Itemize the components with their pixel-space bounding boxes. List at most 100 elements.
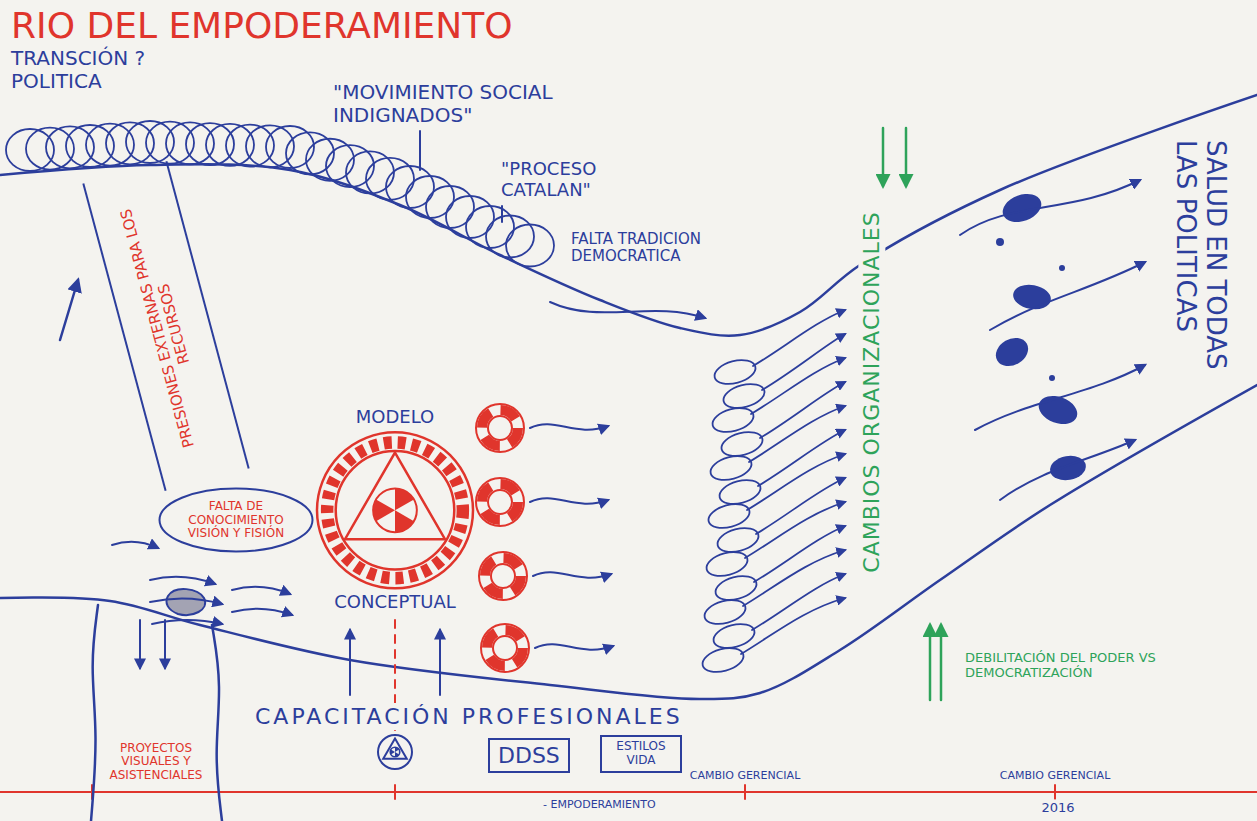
lifebuoy-inner [488, 416, 512, 440]
wheel-triangle [383, 738, 407, 758]
flow-arrow [533, 572, 611, 577]
wheel-wedge [395, 488, 414, 510]
timeline-box: DDSS [488, 738, 570, 773]
lifebuoy-band [482, 410, 518, 446]
lifebuoy-band [487, 630, 523, 666]
flow-arrow [349, 630, 351, 695]
node-text: PROYECTOS VISUALES Y ASISTENCIALES [102, 742, 210, 783]
flow-arrow [747, 454, 845, 510]
pressure-arrow [882, 128, 885, 186]
flow-arrow [152, 620, 222, 624]
lifebuoy-outer [479, 552, 527, 600]
coil-loop [506, 225, 554, 267]
wheel-wedge [390, 750, 395, 755]
flow-arrow [975, 365, 1145, 430]
bubble-shape [160, 489, 313, 552]
lifebuoy-inner [491, 564, 515, 588]
lifebuoy-outer [481, 624, 529, 672]
wheel-hub [373, 488, 417, 532]
flow-arrow [745, 502, 845, 558]
model-wheel: MODELOCONCEPTUAL [295, 407, 495, 612]
pressure-channel: PRESIONES EXTERNAS PARA LOS RECURSOS [82, 161, 249, 491]
leader-line [501, 206, 503, 222]
lifebuoy-outer [476, 404, 524, 452]
flow-arrow [758, 430, 845, 486]
lifebuoy-band [482, 484, 518, 520]
timeline-box: ESTILOS VIDA [600, 735, 682, 773]
pressure-arrow [929, 625, 932, 700]
river-label: DEBILITACIÓN DEL PODER VS DEMOCRATIZACIÓ… [962, 650, 1247, 682]
river-label: - EMPODERAMIENTO [540, 798, 659, 813]
wheel-rim [378, 735, 412, 769]
wheel-wedge [395, 510, 414, 532]
lifebuoy-outer [476, 478, 524, 526]
river-label: "MOVIMIENTO SOCIAL INDIGNADOS" [330, 80, 630, 128]
timeline-tick [744, 785, 746, 799]
timeline-tick [1054, 785, 1056, 799]
timeline-line [0, 791, 1257, 793]
wheel-hub [390, 747, 400, 757]
wheel-wedge [373, 499, 395, 521]
river-label: FALTA TRADICION DEMOCRATICA [568, 230, 708, 267]
branch-outline [86, 605, 226, 821]
leader-line [419, 131, 421, 170]
flow-arrow [232, 609, 292, 615]
rock [166, 589, 205, 615]
flow-arrow [535, 644, 613, 649]
node-text: MODELO [356, 407, 435, 428]
flow-arrow [753, 310, 845, 366]
ink-blob [1048, 453, 1088, 483]
flow-arrow [232, 587, 290, 594]
flow-arrow [112, 542, 158, 548]
lifebuoy-inner [488, 490, 512, 514]
gap-bubble: FALTA DE CONOCIMIENTO VISIÓN Y FISIÓN [158, 487, 315, 554]
flow-arrow [530, 424, 608, 429]
change-loop [721, 380, 767, 412]
branch-stream: PROYECTOS VISUALES Y ASISTENCIALES [86, 605, 226, 821]
wheel-symbol [378, 735, 412, 769]
node-text: ESTILOS VIDA [610, 740, 672, 768]
ink-blob [991, 332, 1033, 372]
timeline-tick [394, 785, 396, 799]
flow-arrow [762, 334, 845, 390]
lifebuoy [476, 478, 524, 526]
node-text: DDSS [498, 743, 560, 768]
coil-loop [486, 216, 534, 258]
flow-arrow [751, 358, 845, 414]
wheel-wall [327, 442, 463, 578]
flow-arrow [150, 598, 222, 604]
change-loop [717, 476, 763, 508]
title-text: RIO DEL EMPODERAMIENTO [8, 4, 516, 47]
change-loop [715, 524, 761, 556]
river-label: CAMBIO GERENCIAL [997, 769, 1114, 784]
branch-bank [212, 625, 222, 821]
flow-arrow [960, 180, 1140, 235]
flow-arrow [439, 630, 441, 695]
change-loop [700, 644, 746, 676]
lifebuoy [481, 624, 529, 672]
river-label: CAPACITACIÓN PROFESIONALES [252, 703, 686, 730]
wheel-triangle [345, 453, 445, 540]
change-loop [711, 620, 757, 652]
node-text: PRESIONES EXTERNAS PARA LOS RECURSOS [112, 181, 220, 470]
wheel-rim [317, 432, 473, 588]
flow-arrow [139, 620, 141, 668]
ink-blob [1011, 282, 1053, 312]
ink-dot [1059, 265, 1065, 271]
flow-arrow [990, 262, 1145, 330]
flow-arrow [164, 620, 166, 668]
ink-dot [996, 238, 1004, 246]
pressure-arrow [905, 128, 908, 186]
flow-arrow [760, 382, 845, 438]
lifebuoy [479, 552, 527, 600]
flow-arrow [1000, 440, 1135, 500]
river-bank [0, 95, 1257, 336]
wheel-symbol [317, 432, 473, 588]
river-label: CAMBIOS ORGANIZACIONALES [858, 208, 885, 575]
ink-dot [1049, 375, 1055, 381]
lifebuoy [476, 404, 524, 452]
wheel-wedge [395, 747, 399, 752]
flow-arrow [743, 550, 845, 606]
change-loop [719, 428, 765, 460]
